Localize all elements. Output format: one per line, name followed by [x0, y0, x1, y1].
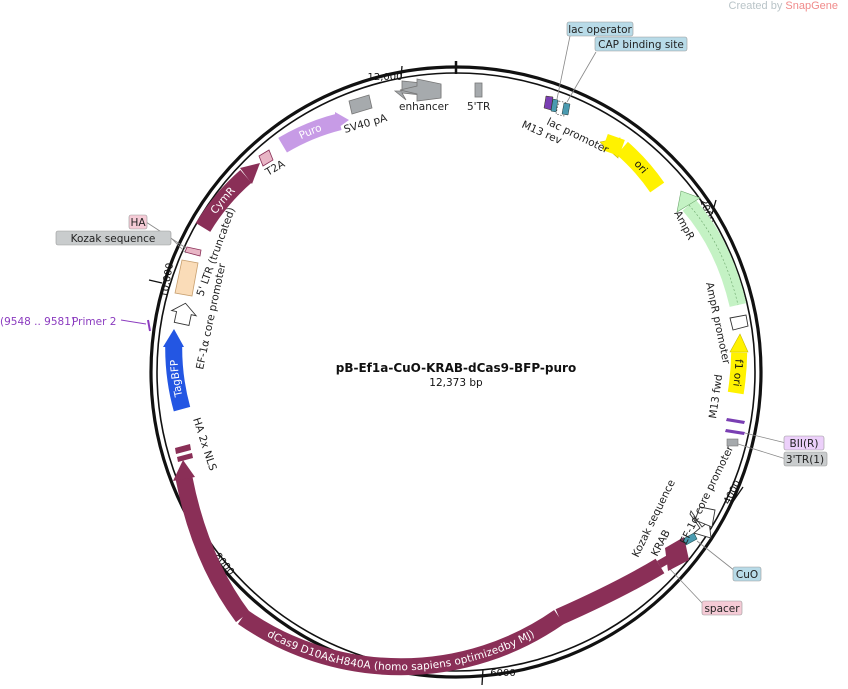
spacer-callout-box	[701, 600, 743, 616]
f1-ori-label-path: f1 ori	[730, 359, 744, 387]
puro-arrowhead[interactable]	[335, 112, 349, 130]
tr3-feature[interactable]	[726, 438, 739, 447]
ori-arrow[interactable]	[616, 141, 665, 193]
ampr-arrow[interactable]	[682, 199, 747, 307]
primer-name: Primer 2	[72, 316, 116, 328]
tick-2000-mark	[711, 199, 717, 215]
ef1a-right-arrow-head[interactable]	[689, 510, 712, 539]
bii-mark-2[interactable]	[725, 429, 745, 435]
lac-operator-callout-box	[566, 21, 634, 37]
dcas9-label: dCas9 D10A&H840A (homo sapiens optimized…	[265, 628, 536, 673]
krab-arrow[interactable]	[665, 537, 689, 571]
watermark-prefix: Created by	[728, 0, 786, 12]
ha-callout-text: HA	[130, 217, 146, 229]
primer-mark[interactable]	[147, 319, 151, 332]
ha-feature[interactable]	[184, 246, 202, 257]
ef1a-right-arrow[interactable]	[694, 506, 716, 528]
tr5-label: 5'TR	[467, 101, 490, 113]
cap-site-mark[interactable]	[561, 102, 571, 116]
tick-6000-mark	[481, 668, 484, 686]
tick-12000-mark	[400, 65, 403, 79]
spacer-leader	[667, 566, 704, 605]
plasmid-size: 12,373 bp	[429, 377, 483, 389]
spacer-callout-text: spacer	[704, 603, 740, 615]
sv40-pa-feature[interactable]	[348, 94, 373, 115]
nls-feature-1[interactable]	[175, 444, 191, 454]
cuo-callout-text: CuO	[736, 569, 758, 581]
f1-ori-arrow[interactable]	[727, 352, 748, 395]
watermark-brand: SnapGene	[785, 0, 838, 12]
ltr5-feature[interactable]	[174, 259, 199, 297]
lac-operator-mark[interactable]	[550, 98, 559, 113]
bii-callout-text: BII(R)	[790, 438, 819, 450]
ha-callout-box	[128, 214, 148, 230]
primer-range: (9548 .. 9581)	[0, 316, 75, 328]
primer-leader	[120, 319, 147, 325]
nls-feature-2[interactable]	[177, 453, 193, 462]
bii-mark-1[interactable]	[726, 418, 745, 424]
bii-callout-box	[783, 435, 825, 451]
t2a-feature[interactable]	[258, 149, 274, 167]
ampr-arrowhead[interactable]	[676, 190, 701, 213]
dcas9-body-lower[interactable]	[237, 610, 564, 676]
dcas9-body-left[interactable]	[175, 476, 250, 623]
plasmid-name: pB-Ef1a-CuO-KRAB-dCas9-BFP-puro	[336, 361, 576, 375]
f1-ori-arrowhead[interactable]	[729, 333, 749, 353]
tick-10000-label: 10,000	[159, 262, 176, 298]
m13-fwd-label: M13 fwd	[707, 374, 725, 420]
cuo-callout-box	[732, 566, 762, 582]
watermark: Created by SnapGene	[729, 0, 838, 12]
tagbfp-arrow[interactable]	[165, 346, 191, 412]
tick-4000-label: 4000	[722, 479, 744, 507]
cuo-feature[interactable]	[682, 532, 698, 546]
cymr-arrow[interactable]	[195, 169, 252, 232]
tr5-feature[interactable]	[474, 82, 483, 98]
ha-nls-label: HA 2x NLS	[190, 416, 219, 472]
enhancer-label: enhancer	[399, 101, 449, 113]
bii-leader	[744, 432, 787, 444]
f1-ori-label: f1 ori	[730, 359, 744, 387]
tick-10000-mark	[148, 279, 163, 284]
ampr-promoter-arrow[interactable]	[729, 314, 749, 331]
enhancer-arrow-body[interactable]	[399, 78, 442, 102]
tr3-leader	[737, 443, 787, 460]
cymr-arrowhead[interactable]	[240, 163, 260, 184]
lac-operator-callout-text: lac operator	[568, 24, 632, 36]
lac-operator-leader	[556, 35, 571, 100]
dcas9-body-right[interactable]	[555, 558, 665, 625]
cap-site-callout-box	[594, 36, 688, 52]
cuo-leader	[696, 540, 736, 572]
cap-site-callout-text: CAP binding site	[598, 39, 684, 51]
sv40-pa-label: SV40 pA	[343, 112, 390, 136]
kozak-left-callout-text: Kozak sequence	[71, 233, 156, 245]
dcas9-label-path: dCas9 D10A&H840A (homo sapiens optimized…	[265, 628, 536, 673]
kozak-left-callout-box	[55, 230, 172, 246]
tick-6000-label: 6000	[490, 668, 515, 679]
tick-4000-mark	[729, 486, 744, 507]
kozak-left-leader	[170, 237, 187, 254]
tagbfp-arrowhead[interactable]	[163, 329, 184, 347]
tick-12000-label: 12,000	[368, 72, 403, 83]
tr3-callout-box	[783, 451, 828, 467]
ef1a-left-arrow[interactable]	[169, 301, 198, 327]
tr3-callout-text: 3'TR(1)	[786, 454, 824, 466]
dcas9-arrowhead[interactable]	[173, 460, 195, 481]
cap-site-leader	[566, 51, 597, 103]
ori-arrow-tail[interactable]	[602, 133, 625, 157]
